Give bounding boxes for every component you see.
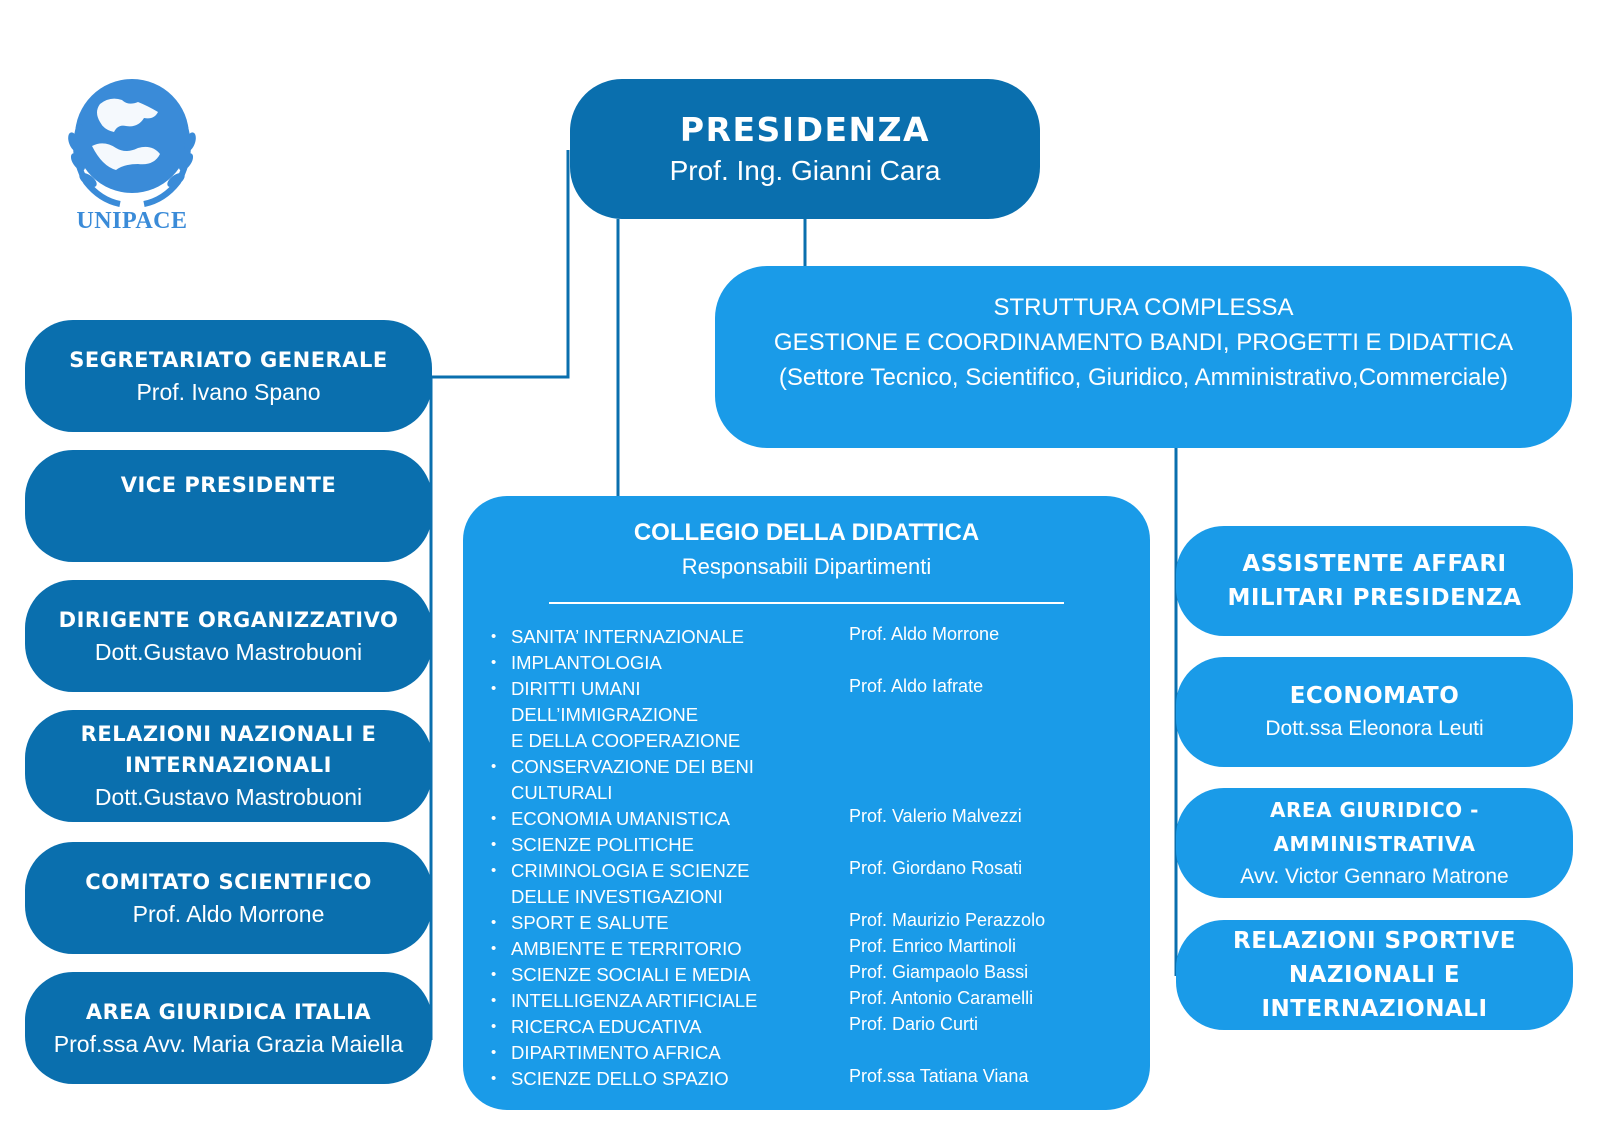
collegio-subtitle: Responsabili Dipartimenti [681,554,932,579]
department-name: DIRITTI UMANI DELL’IMMIGRAZIONE E DELLA … [511,678,741,751]
bullet-icon: • [491,862,497,879]
struttura-line-2: GESTIONE E COORDINAMENTO BANDI, PROGETTI… [773,329,1514,356]
bullet-icon: • [491,758,497,775]
box-title: RELAZIONI NAZIONALI E INTERNAZIONALI [80,722,377,777]
box-title: ASSISTENTE AFFARI MILITARI PRESIDENZA [1227,551,1522,611]
area-giuridico-amministrativa-box: AREA GIURIDICO - AMMINISTRATIVA Avv. Vic… [1176,788,1573,898]
department-item: • INTELLIGENZA ARTIFICIALE Prof. Antonio C… [491,988,1131,1014]
bullet-icon: • [491,1070,497,1087]
department-item: • DIRITTI UMANI DELL’IMMIGRAZIONE E DELLA… [491,676,1131,754]
department-name: RICERCA EDUCATIVA [511,1016,702,1037]
logo-text: UNIPACE [76,208,188,234]
vice-presidente-box: VICE PRESIDENTE [25,450,432,562]
presidenza-box: PRESIDENZA Prof. Ing. Gianni Cara [570,79,1040,219]
department-name: ECONOMIA UMANISTICA [511,808,730,829]
department-item: • DIPARTIMENTO AFRICA [491,1040,1131,1066]
department-name: INTELLIGENZA ARTIFICIALE [511,990,758,1011]
department-item: • IMPLANTOLOGIA [491,650,1131,676]
bullet-icon: • [491,628,497,645]
collegio-title: COLLEGIO DELLA DIDATTICA [633,519,980,546]
box-name: Prof.ssa Avv. Maria Grazia Maiella [53,1030,404,1057]
bullet-icon: • [491,992,497,1009]
box-name: Dott.ssa Eleonora Leuti [1265,717,1484,740]
collegio-didattica-box: COLLEGIO DELLA DIDATTICA Responsabili Di… [463,496,1150,1110]
department-head: Prof. Maurizio Perazzolo [849,910,1046,930]
presidenza-name: Prof. Ing. Gianni Cara [669,155,941,186]
department-item: • SCIENZE DELLO SPAZIO Prof.ssa Tatiana Vi… [491,1066,1131,1092]
department-list: • SANITA’ INTERNAZIONALE Prof. Aldo Morron… [491,624,1131,1092]
box-title: COMITATO SCIENTIFICO [85,869,372,894]
department-head: Prof. Aldo Morrone [849,624,1000,644]
department-name: SCIENZE POLITICHE [511,834,694,855]
department-name: SCIENZE SOCIALI E MEDIA [511,964,751,985]
bullet-icon: • [491,940,497,957]
bullet-icon: • [491,680,497,697]
department-name: CONSERVAZIONE DEI BENI CULTURALI [511,756,754,803]
box-title: AREA GIURIDICO - AMMINISTRATIVA [1270,798,1479,856]
struttura-line-1: STRUTTURA COMPLESSA [993,294,1294,321]
unipace-logo [68,79,196,207]
department-head: Prof. Giordano Rosati [849,858,1023,878]
box-title: VICE PRESIDENTE [120,473,337,497]
comitato-scientifico-box: COMITATO SCIENTIFICO Prof. Aldo Morrone [25,842,432,954]
bullet-icon: • [491,810,497,827]
box-title: RELAZIONI SPORTIVE NAZIONALI E INTERNAZI… [1233,928,1516,1022]
bullet-icon: • [491,1018,497,1035]
department-name: IMPLANTOLOGIA [511,652,662,673]
struttura-line-3: (Settore Tecnico, Scientifico, Giuridico… [778,364,1509,391]
department-name: CRIMINOLOGIA E SCIENZE DELLE INVESTIGAZI… [511,860,750,907]
department-head: Prof.ssa Tatiana Viana [849,1066,1029,1086]
bullet-icon: • [491,966,497,983]
department-item: • SANITA’ INTERNAZIONALE Prof. Aldo Morron… [491,624,1131,650]
department-head: Prof. Aldo Iafrate [849,676,984,696]
divider [549,602,1064,604]
box-name: Dott.Gustavo Mastrobuoni [94,638,363,665]
department-head: Prof. Antonio Caramelli [849,988,1034,1008]
box-name: Dott.Gustavo Mastrobuoni [94,784,363,810]
department-item: • ECONOMIA UMANISTICA Prof. Valerio Malvez… [491,806,1131,832]
bullet-icon: • [491,1044,497,1061]
relazioni-nazionali-internazionali-box: RELAZIONI NAZIONALI E INTERNAZIONALI Dot… [25,710,432,822]
area-giuridica-italia-box: AREA GIURIDICA ITALIA Prof.ssa Avv. Mari… [25,972,432,1084]
struttura-complessa-box: STRUTTURA COMPLESSA GESTIONE E COORDINAM… [715,266,1572,448]
box-name: Prof. Ivano Spano [136,378,321,405]
department-item: • CONSERVAZIONE DEI BENI CULTURALI [491,754,1131,806]
department-item: • SPORT E SALUTE Prof. Maurizio Perazzolo [491,910,1131,936]
department-item: • AMBIENTE E TERRITORIO Prof. Enrico Marti… [491,936,1131,962]
department-name: DIPARTIMENTO AFRICA [511,1042,721,1063]
box-title: SEGRETARIATO GENERALE [69,347,388,372]
department-name: AMBIENTE E TERRITORIO [511,938,742,959]
economato-box: ECONOMATO Dott.ssa Eleonora Leuti [1176,657,1573,767]
box-name: Prof. Aldo Morrone [132,900,325,927]
bullet-icon: • [491,654,497,671]
assistente-affari-militari-box: ASSISTENTE AFFARI MILITARI PRESIDENZA [1176,526,1573,636]
box-title: AREA GIURIDICA ITALIA [85,999,372,1024]
relazioni-sportive-box: RELAZIONI SPORTIVE NAZIONALI E INTERNAZI… [1176,920,1573,1030]
presidenza-title: PRESIDENZA [679,110,931,149]
connector-presidenza-segretariato [430,150,570,379]
department-item: • SCIENZE POLITICHE [491,832,1131,858]
department-head: Prof. Valerio Malvezzi [849,806,1022,826]
department-item: • CRIMINOLOGIA E SCIENZE DELLE INVESTIGAZ… [491,858,1131,910]
department-name: SPORT E SALUTE [511,912,669,933]
bullet-icon: • [491,914,497,931]
department-head: Prof. Giampaolo Bassi [849,962,1029,982]
box-title: DIRIGENTE ORGANIZZATIVO [58,607,399,632]
department-item: • SCIENZE SOCIALI E MEDIA Prof. Giampaolo … [491,962,1131,988]
department-name: SANITA’ INTERNAZIONALE [511,626,744,647]
box-name: Avv. Victor Gennaro Matrone [1240,865,1509,888]
box-title: ECONOMATO [1289,683,1460,709]
department-head: Prof. Dario Curti [849,1014,979,1034]
department-name: SCIENZE DELLO SPAZIO [511,1068,729,1089]
dirigente-organizzativo-box: DIRIGENTE ORGANIZZATIVO Dott.Gustavo Mas… [25,580,432,692]
bullet-icon: • [491,836,497,853]
globe-with-laurel-icon [68,79,196,207]
department-item: • RICERCA EDUCATIVA Prof. Dario Curti [491,1014,1131,1040]
segretariato-generale-box: SEGRETARIATO GENERALE Prof. Ivano Spano [25,320,432,432]
department-head: Prof. Enrico Martinoli [849,936,1017,956]
